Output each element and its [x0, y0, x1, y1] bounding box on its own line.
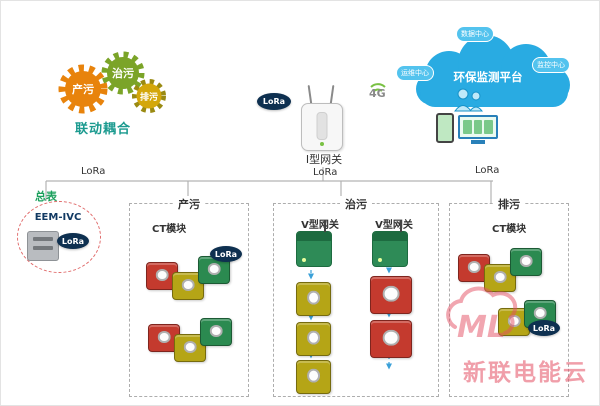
ct-module-yellow [296, 282, 331, 316]
gear-orange-shape [58, 64, 108, 114]
lora-badge: LoRa [528, 320, 560, 336]
cloud-platform: 数据中心 运维中心 监控中心 环保监测平台 [394, 25, 580, 150]
section-zhiwu: 治污 V型网关 V型网关 [273, 196, 439, 397]
main-meter-boundary [17, 201, 101, 273]
signal-arcs-icon [370, 83, 386, 92]
bus-lora-center: LoRa [313, 167, 338, 178]
ct-module-yellow [296, 360, 331, 394]
gear-chanwu-label: 产污 [72, 83, 94, 96]
monitor-icon [458, 115, 498, 144]
section-paiwu: 排污 CT模块 LoRa [449, 196, 569, 397]
monitor-stand [471, 140, 485, 144]
ct-module-label: CT模块 [152, 224, 187, 235]
lora-badge: LoRa [210, 246, 242, 262]
meter-device-icon [27, 231, 59, 261]
gateway-label: I型网关 [305, 153, 343, 166]
4g-label: 4G [369, 87, 386, 100]
section-zhiwu-title: 治污 [340, 196, 372, 212]
bus-lora-right: LoRa [475, 165, 500, 176]
cloud-title: 环保监测平台 [453, 70, 523, 84]
gear-yellow-shape [132, 79, 166, 113]
gear-chanwu: 产污 [57, 63, 109, 115]
ct-module-label: CT模块 [492, 224, 527, 235]
gateway-led [320, 142, 324, 146]
vgateway-device [372, 220, 408, 267]
ct-module-red [370, 320, 412, 358]
gateway-i-device [297, 84, 349, 155]
gear-green-shape [101, 51, 145, 95]
ct-module-green [510, 248, 542, 276]
main-meter-title: 总表 [35, 190, 57, 203]
section-paiwu-title: 排污 [493, 196, 525, 212]
users-icon [454, 88, 484, 112]
gear-zhiwu-label: 治污 [112, 67, 134, 80]
monitor-screen [458, 115, 498, 139]
cloud-bubble-monitor-center: 监控中心 [532, 57, 570, 73]
cloud-bubble-data-center: 数据中心 [456, 26, 494, 42]
4g-signal-icon: 4G [361, 77, 391, 103]
gear-zhiwu: 治污 [100, 50, 146, 96]
meter-model-label: EEM-IVC [34, 212, 82, 223]
vgateway-right-label: V型网关 [375, 220, 413, 231]
ct-module-red [370, 276, 412, 314]
lora-badge: LoRa [257, 93, 291, 110]
vgateway-left-label: V型网关 [301, 220, 339, 231]
gateway-slot [316, 112, 328, 140]
lora-badge: LoRa [57, 233, 89, 249]
cloud-shape [416, 35, 570, 107]
bus-lora-left: LoRa [81, 166, 106, 177]
ct-module-green [200, 318, 232, 346]
section-chanwu: 产污 CT模块 LoRa [129, 196, 249, 397]
section-chanwu-title: 产污 [173, 196, 205, 212]
gear-caption: 联动耦合 [74, 122, 131, 137]
vgateway-device [296, 220, 332, 267]
phone-icon [436, 113, 454, 143]
gear-paiwu-label: 排污 [139, 92, 158, 103]
gateway-body [301, 103, 343, 151]
ct-module-yellow [296, 322, 331, 356]
gear-paiwu: 排污 [131, 78, 167, 114]
cloud-bubble-ops-center: 运维中心 [396, 65, 434, 81]
